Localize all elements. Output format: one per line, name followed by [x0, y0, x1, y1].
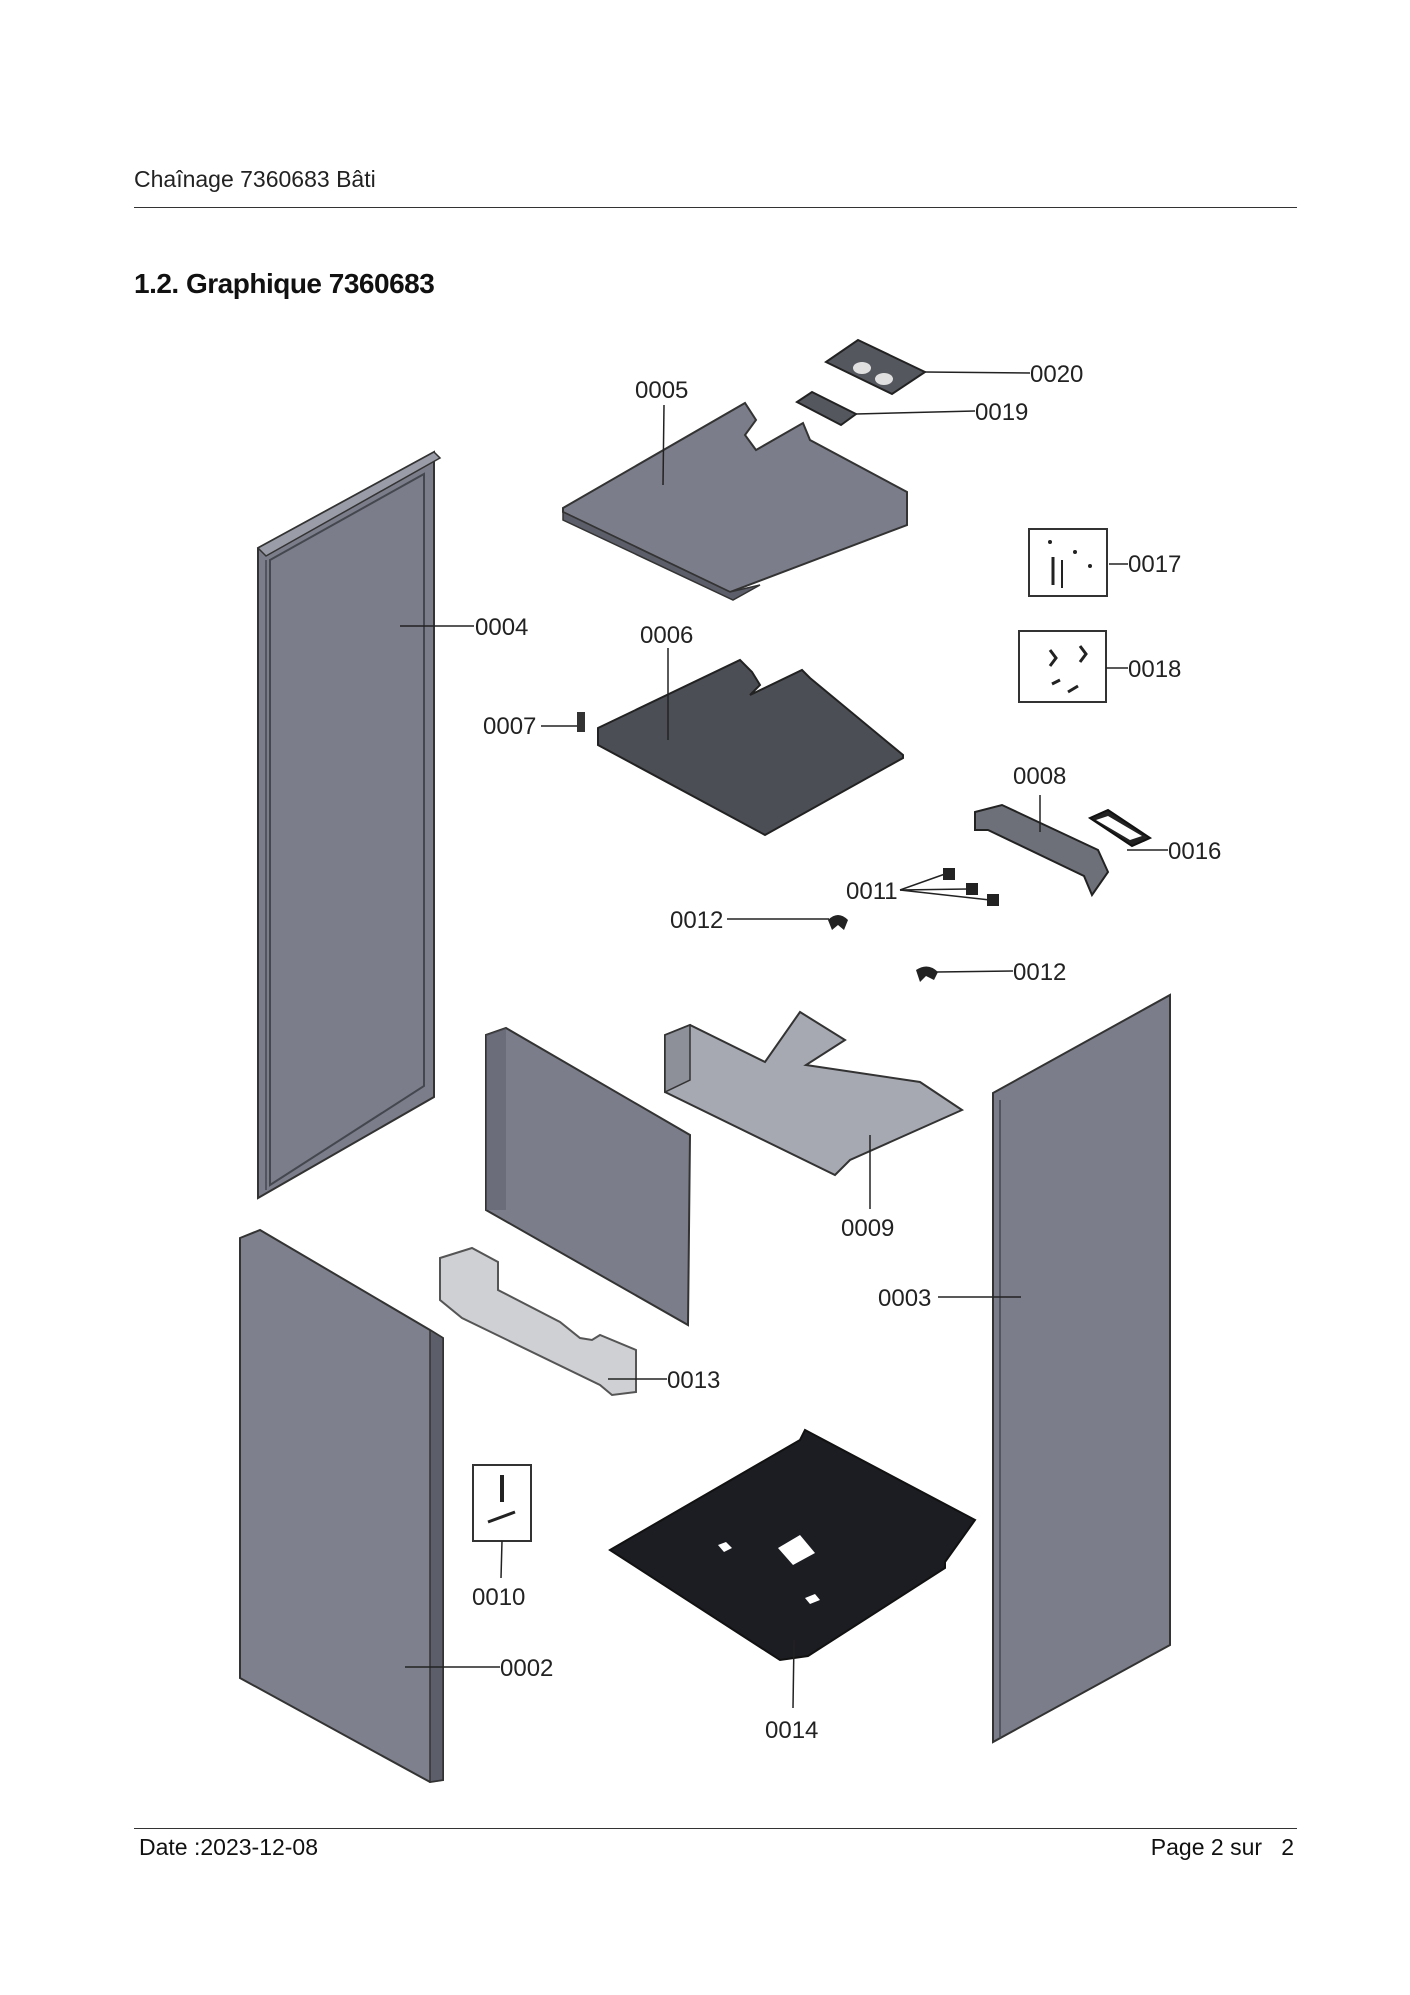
part-0012-clip-a — [828, 915, 848, 930]
callout-0019: 0019 — [975, 399, 1028, 426]
part-0003-side-panel-right — [992, 993, 1171, 1744]
section-title: 1.2. Graphique 7360683 — [134, 268, 435, 299]
part-0019-plate — [795, 390, 858, 427]
callout-0018: 0018 — [1128, 656, 1181, 683]
part-0011-screws — [943, 868, 999, 906]
part-0017-screw-kit — [1028, 528, 1108, 597]
callout-0012-left: 0012 — [670, 907, 723, 934]
callout-0003: 0003 — [878, 1285, 931, 1312]
callout-0005: 0005 — [635, 377, 688, 404]
part-0007-clip — [577, 712, 585, 732]
part-0013-base-bracket — [439, 1246, 637, 1397]
callout-0020: 0020 — [1030, 361, 1083, 388]
part-0010-hinge-kit — [472, 1464, 532, 1542]
callout-0008: 0008 — [1013, 763, 1066, 790]
part-0004-side-panel-left-rear — [256, 450, 442, 1200]
callout-0007: 0007 — [483, 713, 536, 740]
footer-date: Date :2023-12-08 — [139, 1834, 319, 1860]
part-0002-side-panel-left-front — [239, 1228, 444, 1784]
footer-rule — [134, 1828, 1297, 1829]
part-front-panel — [485, 1026, 692, 1327]
callout-0006: 0006 — [640, 622, 693, 649]
part-0005-top-cover — [562, 401, 908, 601]
part-0012-clip-b — [916, 966, 938, 982]
callout-0012-right: 0012 — [1013, 959, 1066, 986]
part-0016-frame — [1087, 808, 1153, 848]
part-0008-bracket — [974, 803, 1110, 898]
callout-0014: 0014 — [765, 1717, 818, 1744]
callout-0009: 0009 — [841, 1215, 894, 1242]
part-0018-hardware-kit — [1018, 630, 1107, 703]
callout-0004: 0004 — [475, 614, 528, 641]
callout-0013: 0013 — [667, 1367, 720, 1394]
callout-0016: 0016 — [1168, 838, 1221, 865]
part-0009-tray-frame — [664, 1010, 965, 1177]
leader-lines — [400, 371, 1168, 1709]
document-header-title: Chaînage 7360683 Bâti — [134, 166, 376, 192]
footer-page-number: Page 2 sur 2 — [1150, 1834, 1294, 1860]
part-0006-inner-plate — [597, 658, 904, 837]
part-0020-cover-plate — [824, 338, 928, 396]
header-rule — [134, 207, 1297, 208]
callout-0010: 0010 — [472, 1584, 525, 1611]
callout-0017: 0017 — [1128, 551, 1181, 578]
callout-0011: 0011 — [846, 878, 898, 905]
part-0014-base-plate — [608, 1428, 977, 1662]
callout-0002: 0002 — [500, 1655, 553, 1682]
